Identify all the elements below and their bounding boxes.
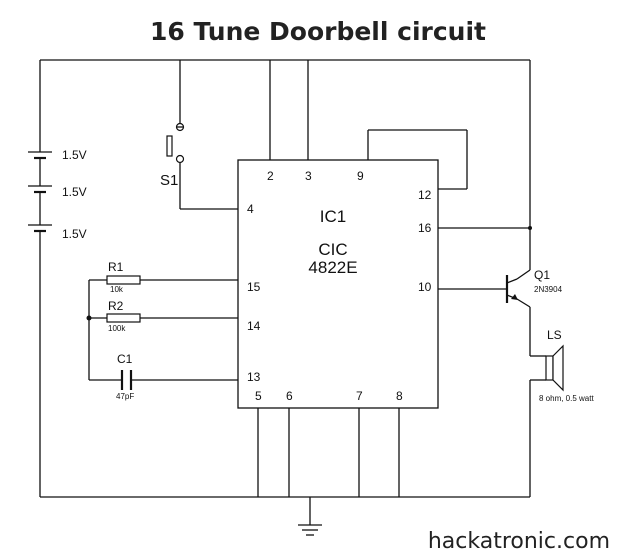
pin-label-10: 10 xyxy=(418,280,432,294)
battery-stack xyxy=(28,151,52,238)
battery-cell-2-label: 1.5V xyxy=(62,185,87,199)
c1-name: C1 xyxy=(117,352,133,366)
ground-icon xyxy=(298,524,322,536)
pin-label-3: 3 xyxy=(305,169,312,183)
diagram-title: 16 Tune Doorbell circuit xyxy=(150,17,486,46)
watermark-text: hackatronic.com xyxy=(428,529,610,554)
speaker-value: 8 ohm, 0.5 watt xyxy=(539,394,594,403)
pin-label-15: 15 xyxy=(247,280,261,294)
r1-name: R1 xyxy=(108,260,124,274)
pin-label-6: 6 xyxy=(286,389,293,403)
pin-label-16: 16 xyxy=(418,221,432,235)
speaker-icon xyxy=(545,344,564,392)
pin-label-7: 7 xyxy=(356,389,363,403)
junction-dots xyxy=(86,226,532,321)
speaker-name: LS xyxy=(547,328,562,342)
r2-name: R2 xyxy=(108,299,124,313)
pin-label-4: 4 xyxy=(247,202,254,216)
pin-label-2: 2 xyxy=(267,169,274,183)
ic-part-line1: CIC xyxy=(318,240,347,259)
pin-label-5: 5 xyxy=(255,389,262,403)
q1-value: 2N3904 xyxy=(534,285,563,294)
wires xyxy=(39,59,546,525)
r1-value: 10k xyxy=(110,285,124,294)
battery-cell-1-label: 1.5V xyxy=(62,148,87,162)
battery-cell-3-label: 1.5V xyxy=(62,227,87,241)
ic-body xyxy=(237,159,439,409)
switch-label: S1 xyxy=(160,172,178,189)
pin-label-13: 13 xyxy=(247,370,261,384)
ic-part-line2: 4822E xyxy=(308,258,357,277)
pin-label-9: 9 xyxy=(357,169,364,183)
pin-label-12: 12 xyxy=(418,188,432,202)
r2-value: 100k xyxy=(108,324,126,333)
transistor-q1 xyxy=(505,275,518,303)
pin-label-8: 8 xyxy=(396,389,403,403)
resistor-r1 xyxy=(106,275,141,285)
pin-label-14: 14 xyxy=(247,319,261,333)
q1-name: Q1 xyxy=(534,268,550,282)
resistor-r2 xyxy=(106,313,141,323)
capacitor-c1 xyxy=(120,370,133,390)
push-button-switch xyxy=(166,122,185,164)
c1-value: 47pF xyxy=(116,392,134,401)
ic-name: IC1 xyxy=(320,207,346,226)
